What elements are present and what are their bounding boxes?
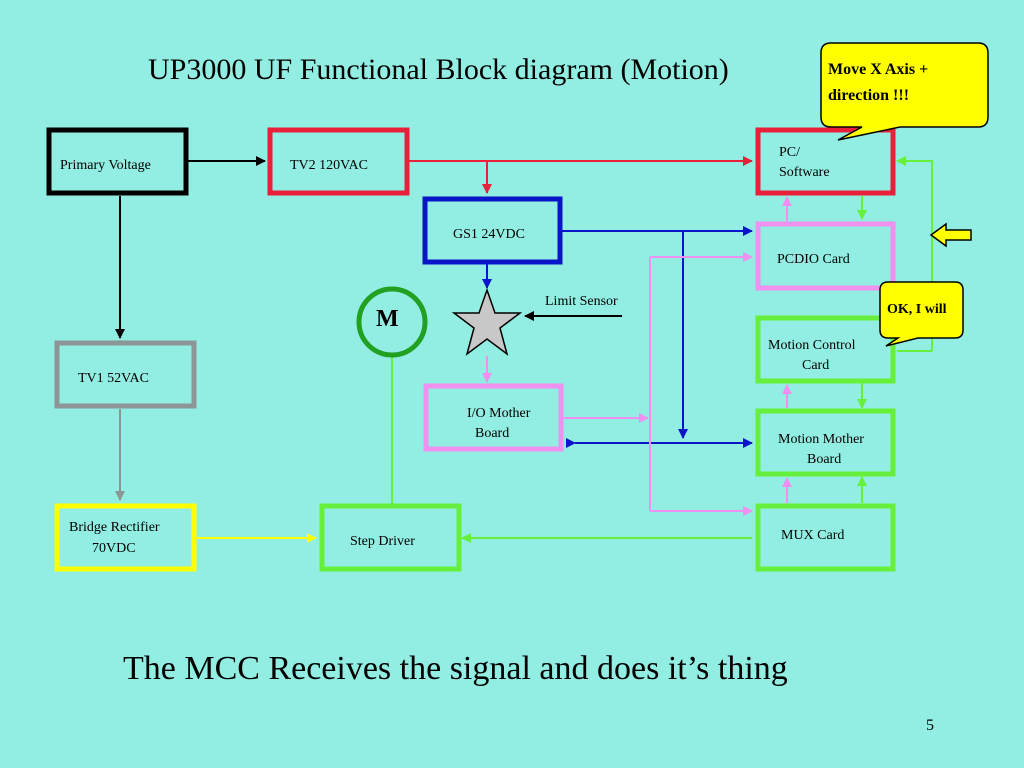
label-io-line2: Board bbox=[475, 426, 510, 441]
label-io-line1: I/O Mother bbox=[467, 406, 531, 421]
block-motion-control-card bbox=[755, 315, 896, 384]
label-bridge-line1: Bridge Rectifier bbox=[69, 520, 160, 535]
label-mux: MUX Card bbox=[781, 528, 845, 543]
block-io-mother-board bbox=[423, 383, 564, 452]
label-mcc-line2: Card bbox=[802, 358, 830, 373]
block-tv1 bbox=[54, 340, 197, 409]
callout-top-line1: Move X Axis + bbox=[828, 61, 929, 78]
label-limit-sensor: Limit Sensor bbox=[545, 294, 618, 309]
block-pc-software bbox=[755, 127, 896, 196]
block-tv2 bbox=[267, 127, 410, 196]
block-motion-mother-board bbox=[755, 408, 896, 477]
diagram-title: UP3000 UF Functional Block diagram (Moti… bbox=[148, 53, 729, 86]
label-pcdio: PCDIO Card bbox=[777, 252, 850, 267]
label-step-driver: Step Driver bbox=[350, 534, 415, 549]
label-gs1: GS1 24VDC bbox=[453, 227, 525, 242]
block-primary-voltage bbox=[46, 127, 189, 196]
label-motor: M bbox=[376, 306, 399, 332]
callout-right-text: OK, I will bbox=[887, 302, 947, 317]
label-pc-line2: Software bbox=[779, 165, 830, 180]
label-pc-line1: PC/ bbox=[779, 145, 801, 160]
block-mux-card bbox=[755, 503, 896, 572]
callout-top-line2: direction !!! bbox=[828, 87, 910, 104]
motor-circle bbox=[356, 286, 428, 358]
callout-bubble-top bbox=[820, 42, 989, 141]
page-number: 5 bbox=[926, 717, 934, 734]
block-gs1 bbox=[422, 196, 563, 265]
indicator-arrow-icon bbox=[929, 222, 972, 248]
block-pcdio bbox=[755, 221, 896, 291]
callout-bubble-right bbox=[879, 281, 964, 347]
slide-caption: The MCC Receives the signal and does it’… bbox=[123, 650, 788, 687]
label-mmb-line2: Board bbox=[807, 452, 842, 467]
label-bridge-line2: 70VDC bbox=[92, 541, 136, 556]
label-primary-voltage: Primary Voltage bbox=[60, 158, 151, 173]
label-mcc-line1: Motion Control bbox=[768, 338, 856, 353]
label-tv1: TV1 52VAC bbox=[78, 371, 149, 386]
limit-sensor-star bbox=[451, 287, 523, 356]
label-mmb-line1: Motion Mother bbox=[778, 432, 864, 447]
label-tv2: TV2 120VAC bbox=[290, 158, 368, 173]
block-bridge-rectifier bbox=[54, 503, 197, 572]
block-step-driver bbox=[319, 503, 462, 572]
